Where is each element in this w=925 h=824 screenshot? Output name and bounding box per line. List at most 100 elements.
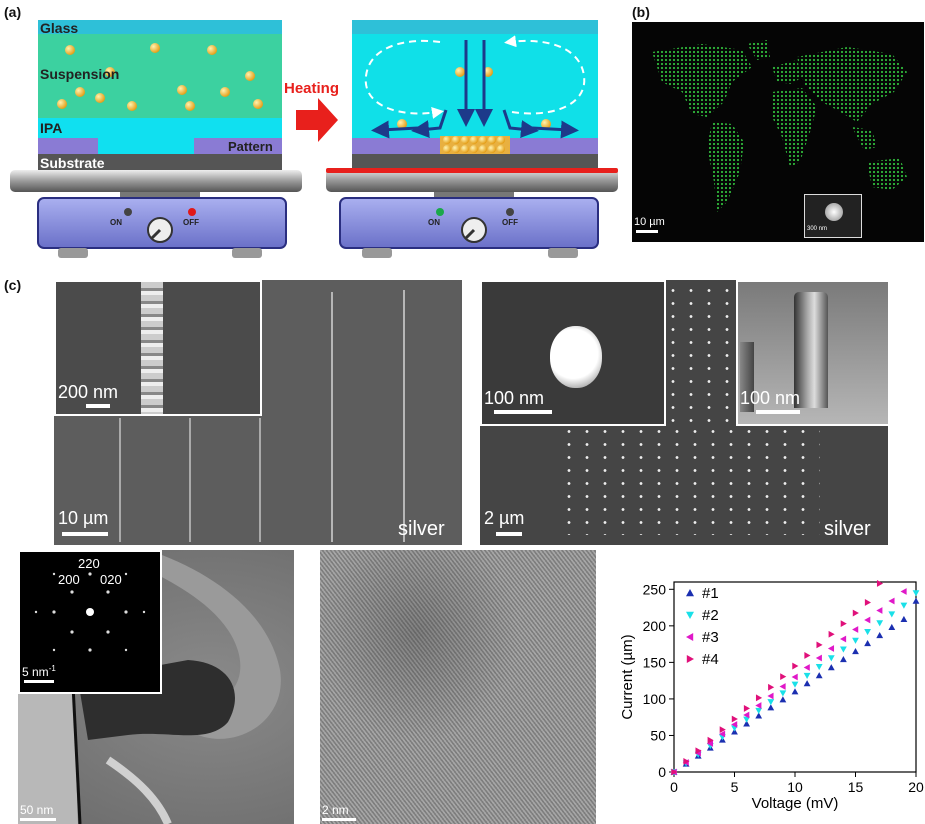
nanowire-closeup (141, 282, 163, 414)
world-map-image: 300 nm 10 µm (632, 22, 924, 242)
map-inset: 300 nm (804, 194, 862, 238)
data-point-series-2 (827, 655, 835, 662)
inset-scale-label: 300 nm (807, 226, 828, 232)
data-point-series-1 (900, 615, 908, 622)
data-point-series-3 (803, 664, 810, 671)
nanopillar-sem-image: 100 nm 100 nm 2 µm silver (480, 280, 890, 545)
data-point-series-3 (888, 597, 895, 605)
saed-label-200: 200 (58, 572, 80, 587)
scale-bar (636, 230, 658, 233)
data-point-series-3 (731, 721, 738, 728)
y-axis-label: Current (µm) (619, 634, 636, 719)
substrate-label: Substrate (40, 155, 105, 171)
heating-label: Heating (284, 80, 340, 97)
data-point-series-1 (791, 688, 799, 695)
dot-array (560, 425, 820, 535)
y-tick-label: 200 (643, 618, 667, 634)
data-point-series-1 (864, 639, 871, 647)
data-point-series-4 (828, 630, 835, 638)
hrtem-scale-label: 2 nm (322, 803, 349, 817)
data-point-series-4 (683, 758, 690, 765)
data-point-series-1 (767, 704, 775, 711)
data-point-series-3 (779, 683, 786, 690)
left-off-label: OFF (183, 218, 199, 227)
legend-marker (686, 589, 694, 597)
heating-arrow (296, 98, 338, 142)
data-point-series-3 (852, 626, 859, 633)
data-point-series-1 (876, 631, 884, 639)
legend-label: #4 (702, 651, 719, 668)
data-point-series-2 (743, 716, 750, 723)
panel-a-label: (a) (4, 4, 22, 20)
inset1-scale-label: 100 nm (484, 388, 545, 408)
x-tick-label: 0 (670, 779, 678, 795)
data-point-series-2 (815, 664, 823, 671)
saed-label-220: 220 (78, 556, 100, 571)
data-point-series-3 (755, 702, 762, 709)
material-label: silver (398, 518, 445, 540)
inset-scale-bar (86, 404, 110, 408)
data-point-series-3 (719, 730, 726, 738)
data-point-series-3 (840, 635, 847, 643)
dot-world-map (652, 40, 907, 212)
chart-marks (670, 580, 920, 776)
data-point-series-4 (743, 705, 750, 712)
data-point-series-2 (840, 646, 847, 653)
y-tick-label: 50 (650, 727, 666, 743)
panel-a-schematic (10, 20, 618, 258)
cell-before-heating (38, 20, 282, 170)
pattern-label: Pattern (228, 139, 273, 154)
diffraction-pattern (34, 572, 146, 652)
data-point-series-1 (888, 623, 896, 631)
inset-scale-label: 200 nm (58, 382, 119, 402)
panel-b-label: (b) (632, 4, 650, 20)
data-point-series-2 (900, 602, 908, 609)
data-point-series-4 (780, 673, 787, 681)
data-point-series-3 (815, 654, 822, 662)
data-point-series-1 (779, 696, 787, 703)
data-point-series-2 (803, 672, 811, 679)
nanowire-lines (119, 290, 405, 542)
inset2-scale-label: 100 nm (740, 388, 801, 408)
x-tick-label: 10 (787, 779, 803, 795)
nanopillar (794, 292, 828, 408)
data-point-series-3 (706, 740, 714, 747)
nanowire-sem-image: 200 nm 10 µm silver (54, 280, 462, 545)
glass-label: Glass (40, 20, 79, 36)
tem-scale-bar (20, 818, 56, 821)
inset1-scale-bar (494, 410, 552, 414)
data-point-series-4 (671, 768, 678, 776)
y-tick-label: 0 (658, 764, 666, 780)
data-point-series-2 (852, 637, 859, 644)
data-point-series-1 (840, 656, 847, 663)
legend-label: #1 (702, 585, 719, 602)
data-point-series-1 (743, 720, 750, 727)
saed-label-020: 020 (100, 572, 122, 587)
main-scale-bar (62, 532, 108, 536)
legend-label: #2 (702, 607, 719, 624)
tem-image: 220 200 020 5 nm-1 50 nm (18, 550, 294, 824)
material-label: silver (824, 518, 871, 540)
y-tick-label: 100 (643, 691, 667, 707)
x-axis-label: Voltage (mV) (752, 795, 839, 812)
saed-inset: 220 200 020 5 nm-1 (18, 550, 162, 694)
data-point-series-4 (792, 662, 799, 670)
dot-array-top (664, 284, 734, 424)
chart-legend: #1 #2 #3 #4 (686, 585, 719, 668)
data-point-series-2 (912, 590, 920, 597)
data-point-series-2 (791, 681, 799, 688)
data-point-series-1 (827, 664, 835, 671)
data-point-series-2 (767, 699, 775, 706)
hrtem-image: 2 nm (320, 550, 596, 824)
nanoparticle-inset: 100 nm (480, 280, 666, 426)
legend-marker (686, 633, 694, 641)
data-point-series-3 (900, 588, 907, 595)
data-point-series-1 (815, 672, 823, 679)
data-point-series-4 (719, 726, 726, 734)
data-point-series-4 (755, 694, 763, 702)
inset2-scale-bar (756, 410, 800, 414)
legend-label: #3 (702, 629, 719, 646)
data-point-series-4 (852, 609, 859, 617)
data-point-series-4 (864, 599, 871, 606)
